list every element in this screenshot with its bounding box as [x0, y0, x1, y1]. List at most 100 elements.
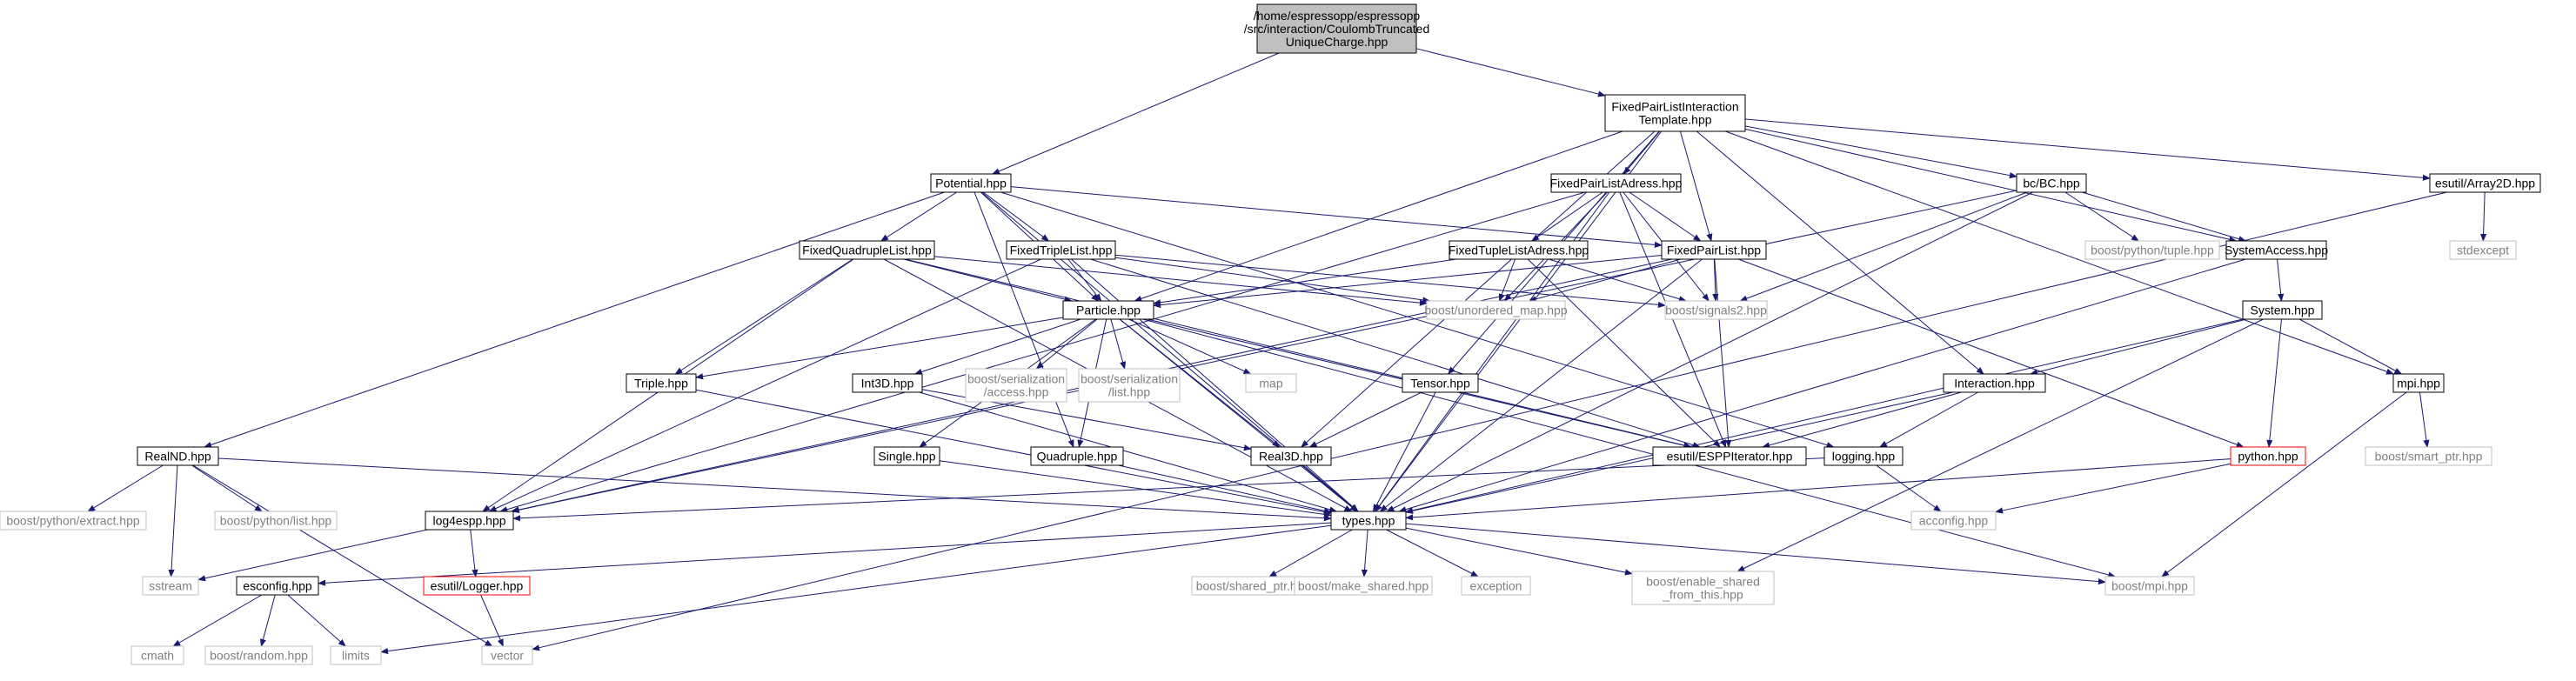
edge-types-to-shared_ptr [1268, 529, 1353, 578]
node-box-array2d [2429, 173, 2541, 193]
node-array2d[interactable]: esutil/Array2D.hpp [2429, 173, 2541, 193]
edge-ftla-to-uomap [1498, 258, 1516, 302]
node-box-enable_shared [1631, 571, 1775, 605]
edge-python-to-acconfig [1995, 463, 2231, 514]
node-label-python: python.hpp [2238, 450, 2298, 464]
edge-root-to-potential [992, 52, 1280, 175]
node-logger[interactable]: esutil/Logger.hpp [423, 576, 531, 596]
node-ftl[interactable]: FixedTripleList.hpp [1006, 240, 1116, 260]
node-uomap: boost/unordered_map.hpp [1424, 300, 1568, 320]
node-label-logger: esutil/Logger.hpp [431, 579, 524, 593]
node-box-fpit [1604, 94, 1746, 132]
node-label-make_shared: boost/make_shared.hpp [1298, 579, 1429, 593]
node-box-log4espp [425, 511, 514, 531]
edge-potential-to-logging [1000, 191, 1835, 449]
node-single[interactable]: Single.hpp [873, 446, 940, 466]
node-label-system: System.hpp [2251, 304, 2315, 317]
edge-ftl-to-particle [1067, 258, 1102, 302]
edge-particle-to-bs_list [1110, 318, 1127, 370]
edge-realnd-to-vector [192, 464, 493, 647]
node-fql[interactable]: FixedQuadrupleList.hpp [799, 240, 935, 260]
node-types[interactable]: types.hpp [1330, 511, 1407, 531]
node-interaction[interactable]: Interaction.hpp [1943, 373, 2046, 393]
node-box-espp_iter [1652, 446, 1807, 466]
edge-bc-to-types [1386, 191, 2033, 512]
node-bc[interactable]: bc/BC.hpp [2016, 173, 2087, 193]
node-log4espp[interactable]: log4espp.hpp [425, 511, 514, 531]
node-label-array2d: esutil/Array2D.hpp [2435, 177, 2535, 190]
node-tensor[interactable]: Tensor.hpp [1402, 373, 1479, 393]
node-box-smart_ptr [2365, 446, 2492, 466]
node-box-system [2242, 300, 2323, 320]
node-smart_ptr: boost/smart_ptr.hpp [2365, 446, 2492, 466]
node-quadruple[interactable]: Quadruple.hpp [1030, 446, 1124, 466]
edge-mpi-to-bmpi [2161, 391, 2407, 578]
node-realnd[interactable]: RealND.hpp [137, 446, 219, 466]
edge-particle-to-bmpi [1142, 318, 2117, 578]
node-box-logger [423, 576, 531, 596]
edge-system-to-mpi [2298, 318, 2403, 375]
node-particle[interactable]: Particle.hpp [1062, 300, 1154, 320]
edge-log4espp-to-logger [470, 529, 478, 578]
node-espp_iter[interactable]: esutil/ESPPIterator.hpp [1652, 446, 1807, 466]
node-exception: exception [1461, 576, 1531, 596]
edge-types-to-exception [1386, 529, 1479, 578]
edge-fql-to-particle [903, 258, 1073, 303]
edge-sysaccess-to-types [1398, 258, 2246, 513]
node-fpla[interactable]: FixedPairListAdress.hpp [1550, 173, 1683, 193]
edge-fpl-to-particle [1153, 254, 1663, 309]
edge-system-to-interaction [2030, 318, 2247, 376]
node-box-signals2 [1664, 300, 1768, 320]
node-triple[interactable]: Triple.hpp [626, 373, 697, 393]
node-sysaccess[interactable]: SystemAccess.hpp [2225, 240, 2328, 260]
node-bmpi: boost/mpi.hpp [2104, 576, 2195, 596]
node-box-sysaccess [2225, 240, 2327, 260]
node-box-realnd [137, 446, 219, 466]
edge-fpl-to-python [1738, 258, 2245, 448]
edge-fpla-to-ftla [1531, 191, 1603, 242]
node-box-bs_access [965, 368, 1067, 403]
node-box-bp_extract [0, 511, 147, 531]
edge-logging-to-log4espp [512, 457, 1825, 522]
node-label-realnd: RealND.hpp [144, 450, 211, 464]
node-potential[interactable]: Potential.hpp [930, 173, 1012, 193]
edge-particle-to-bs_access [1035, 318, 1098, 370]
edge-sysaccess-to-system [2277, 258, 2285, 302]
node-system[interactable]: System.hpp [2242, 300, 2323, 320]
edge-fpit-to-fpla [1623, 130, 1661, 175]
node-esconfig[interactable]: esconfig.hpp [236, 576, 319, 596]
node-box-real3d [1250, 446, 1332, 466]
node-int3d[interactable]: Int3D.hpp [852, 373, 923, 393]
node-real3d[interactable]: Real3D.hpp [1250, 446, 1332, 466]
node-fpl[interactable]: FixedPairList.hpp [1661, 240, 1767, 260]
node-box-particle [1062, 300, 1154, 320]
node-label-ftl: FixedTripleList.hpp [1010, 244, 1113, 257]
node-box-make_shared [1294, 576, 1433, 596]
node-logging[interactable]: logging.hpp [1823, 446, 1904, 466]
node-mpi[interactable]: mpi.hpp [2392, 373, 2445, 393]
node-box-stdexcept [2449, 240, 2517, 260]
node-label-bs_access: boost/serialization/access.hpp [967, 372, 1065, 399]
edge-ftla-to-particle [1153, 258, 1456, 306]
node-label-real3d: Real3D.hpp [1259, 450, 1323, 464]
node-python[interactable]: python.hpp [2230, 446, 2306, 466]
node-box-mpi [2392, 373, 2445, 393]
edge-fql-to-espp_iter [905, 258, 1692, 449]
node-box-limits [330, 645, 382, 665]
node-ftla[interactable]: FixedTupleListAdress.hpp [1449, 240, 1589, 260]
edge-log4espp-to-sstream [197, 529, 428, 582]
node-box-types [1330, 511, 1407, 531]
node-label-vector: vector [491, 649, 524, 663]
node-label-sstream: sstream [149, 579, 192, 593]
node-box-tensor [1402, 373, 1479, 393]
dependency-edges [87, 48, 2487, 655]
edge-int3d-to-types [919, 391, 1338, 513]
node-label-bp_list: boost/python/list.hpp [220, 514, 332, 528]
node-label-mpi: mpi.hpp [2397, 377, 2440, 391]
edge-particle-to-triple [695, 317, 1064, 380]
node-bs_list: boost/serialization/list.hpp [1078, 368, 1181, 403]
node-box-boost_tuple [2084, 240, 2220, 260]
edge-potential-to-quadruple [974, 191, 1074, 448]
node-root[interactable]: /home/espressopp/espressopp/src/interact… [1244, 3, 1429, 54]
